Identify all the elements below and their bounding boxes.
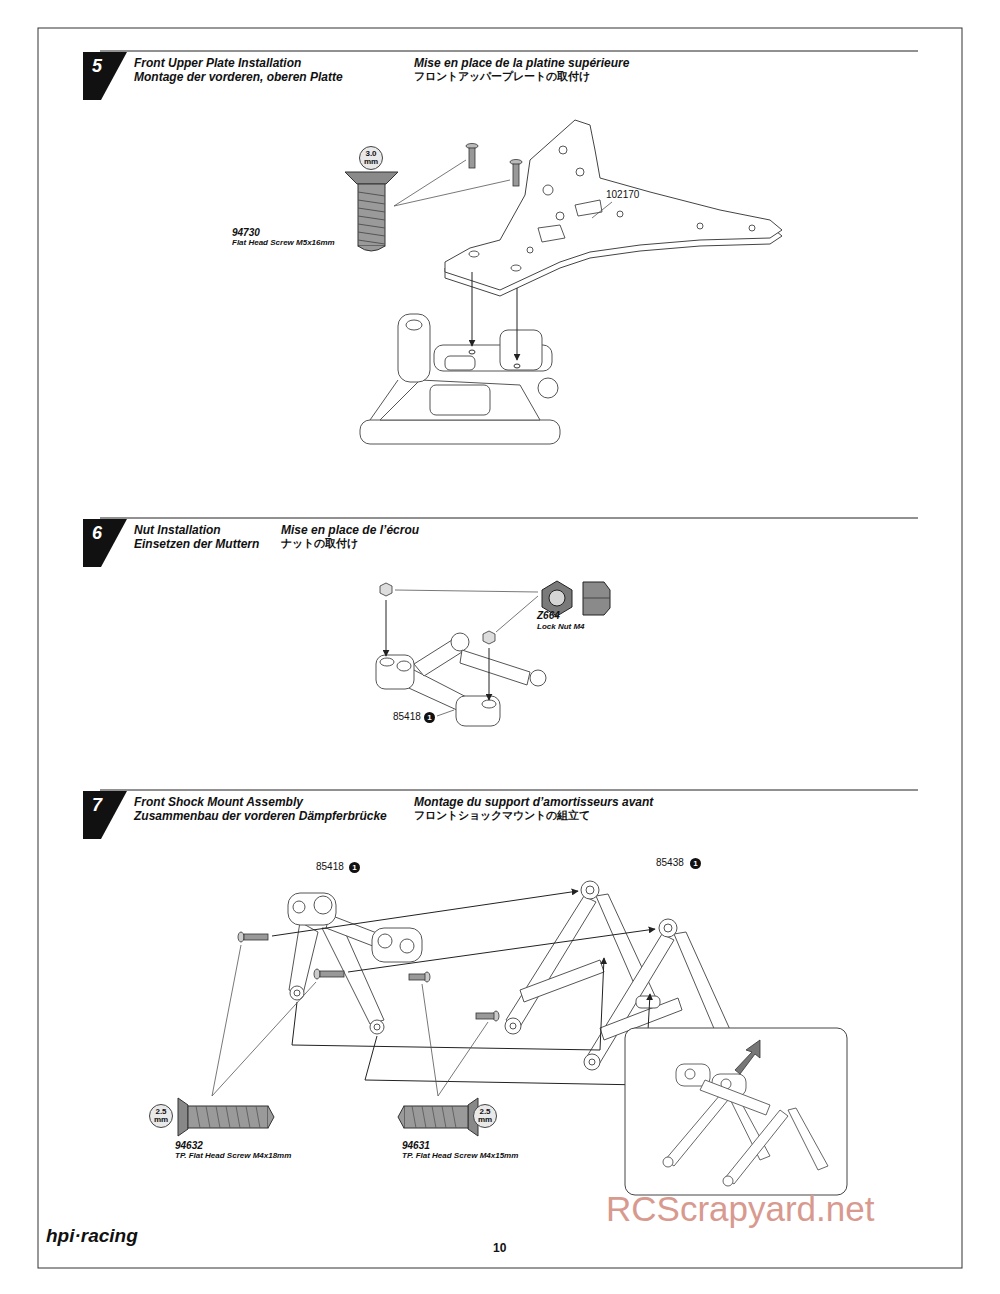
bag-number-text: 1 <box>427 714 431 722</box>
tool-size: 3.0 mm <box>359 146 383 170</box>
part-description: TP. Flat Head Screw M4x18mm <box>175 1152 291 1161</box>
step-badge <box>83 519 127 567</box>
part-description: Lock Nut M4 <box>537 623 585 632</box>
tool-size-text: 2.5 mm <box>476 1108 494 1124</box>
part-number: 85418 <box>393 711 421 722</box>
step-heading: フロントショックマウントの組立て <box>414 810 590 822</box>
step-badge-shape <box>83 519 127 567</box>
tool-size: 2.5 mm <box>473 1104 497 1128</box>
bag-number-text: 1 <box>693 860 697 868</box>
tool-size-text: 2.5 mm <box>152 1108 170 1124</box>
part-number: 85418 <box>316 861 344 872</box>
step-number: 6 <box>83 519 127 567</box>
part-description: Flat Head Screw M5x16mm <box>232 239 335 248</box>
watermark: RCScrapyard.net <box>606 1190 874 1229</box>
part-number: 94730 <box>232 227 260 238</box>
bag-number: 1 <box>690 858 701 869</box>
step-heading: Zusammenbau der vorderen Dämpferbrücke <box>134 810 387 823</box>
tool-size-text: 3.0 mm <box>362 150 380 166</box>
page-number: 10 <box>493 1242 506 1255</box>
step-badge-shape <box>83 52 127 100</box>
step-heading: フロントアッパープレートの取付け <box>414 71 590 83</box>
step-badge <box>83 52 127 100</box>
step-heading: ナットの取付け <box>281 538 358 550</box>
step-heading: Front Shock Mount Assembly <box>134 796 303 809</box>
step-number-text: 7 <box>92 796 102 814</box>
part-number: 94632 <box>175 1140 203 1151</box>
step-heading: Montage der vorderen, oberen Platte <box>134 71 343 84</box>
step-badge <box>83 791 127 839</box>
part-number: Z664 <box>537 610 560 621</box>
part-number: 102170 <box>606 189 639 200</box>
bag-number: 1 <box>349 862 360 873</box>
step-heading: Mise en place de la platine supérieure <box>414 57 629 70</box>
step-number: 5 <box>83 52 127 100</box>
part-number: 94631 <box>402 1140 430 1151</box>
part-number: 85438 <box>656 857 684 868</box>
step-heading: Front Upper Plate Installation <box>134 57 301 70</box>
bag-number-text: 1 <box>352 864 356 872</box>
bag-number: 1 <box>424 712 435 723</box>
step-number: 7 <box>83 791 127 839</box>
part-description: TP. Flat Head Screw M4x15mm <box>402 1152 518 1161</box>
step-number-text: 5 <box>92 57 102 75</box>
step-badge-shape <box>83 791 127 839</box>
step-heading: Einsetzen der Muttern <box>134 538 259 551</box>
step-heading: Montage du support d’amortisseurs avant <box>414 796 653 809</box>
step-number-text: 6 <box>92 524 102 542</box>
step-heading: Mise en place de l’écrou <box>281 524 419 537</box>
tool-size: 2.5 mm <box>149 1104 173 1128</box>
step-heading: Nut Installation <box>134 524 221 537</box>
brand-logo: hpi·racing <box>46 1226 138 1247</box>
